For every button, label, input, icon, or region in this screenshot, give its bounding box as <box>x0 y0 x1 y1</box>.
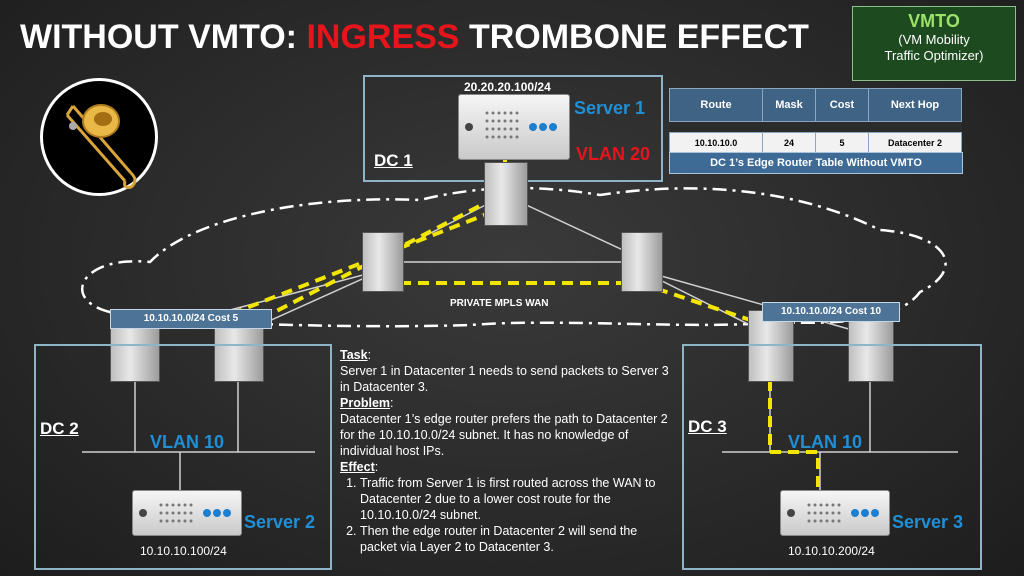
mask-cell: 24 <box>762 132 816 154</box>
next-hop-cell: Datacenter 2 <box>868 132 962 154</box>
dc1-label: DC 1 <box>374 151 413 170</box>
route-cell: 10.10.10.0 <box>669 132 763 154</box>
wan-router-right[interactable] <box>621 232 663 292</box>
cost-header: Cost <box>815 88 869 122</box>
route-table-header-row: Route Mask Cost Next Hop <box>669 88 962 122</box>
server-2[interactable] <box>132 490 242 536</box>
wan-label: PRIVATE MPLS WAN <box>450 298 549 309</box>
server-1-label: Server 1 <box>574 98 646 118</box>
trombone-icon <box>65 104 137 189</box>
effect-heading: Effect <box>340 460 375 474</box>
problem-text: Datacenter 1’s edge router prefers the p… <box>340 412 668 458</box>
dc1-server-ip: 20.20.20.100/24 <box>464 80 551 94</box>
dc3-vlan: VLAN 10 <box>788 432 863 452</box>
route-table: Route Mask Cost Next Hop 10.10.10.0 24 5… <box>669 88 962 154</box>
route-header: Route <box>669 88 763 122</box>
slide-title: WITHOUT VMTO: INGRESS TROMBONE EFFECT <box>20 18 809 57</box>
dc2-server-ip: 10.10.10.100/24 <box>140 544 227 558</box>
dc2-route-tag: 10.10.10.0/24 Cost 5 <box>110 309 272 329</box>
list-item: Then the edge router in Datacenter 2 wil… <box>360 523 670 555</box>
dc2-vlan: VLAN 10 <box>150 432 225 452</box>
dc3-server-ip: 10.10.10.200/24 <box>788 544 875 558</box>
problem-heading: Problem <box>340 396 391 410</box>
next-hop-header: Next Hop <box>868 88 962 122</box>
vmto-line2: Traffic Optimizer) <box>884 48 984 63</box>
task-text: Server 1 in Datacenter 1 needs to send p… <box>340 364 669 394</box>
server-3[interactable] <box>780 490 890 536</box>
wan-cloud <box>81 186 947 328</box>
dc1-edge-router[interactable] <box>484 162 528 226</box>
cost-cell: 5 <box>815 132 869 154</box>
vmto-title: VMTO <box>908 11 960 31</box>
route-table-caption: DC 1’s Edge Router Table Without VMTO <box>669 152 963 174</box>
dc2-lan <box>82 380 315 492</box>
server-2-label: Server 2 <box>244 512 316 532</box>
title-highlight: INGRESS <box>306 18 460 56</box>
dc3-box <box>682 344 982 570</box>
mask-header: Mask <box>762 88 816 122</box>
dc2-label: DC 2 <box>40 419 79 438</box>
dc3-router-b[interactable] <box>848 310 894 382</box>
table-row: 10.10.10.0 24 5 Datacenter 2 <box>669 132 962 154</box>
task-heading: Task <box>340 348 368 362</box>
server-3-label: Server 3 <box>892 512 964 532</box>
title-suffix: TROMBONE EFFECT <box>459 18 809 56</box>
trombone-logo <box>40 78 158 196</box>
effect-list: Traffic from Server 1 is first routed ac… <box>340 475 670 555</box>
title-prefix: WITHOUT VMTO: <box>20 18 307 56</box>
wan-router-left[interactable] <box>362 232 404 292</box>
dc3-router-a[interactable] <box>748 310 794 382</box>
explanation-text: Task: Server 1 in Datacenter 1 needs to … <box>340 347 670 555</box>
vmto-line1: (VM Mobility <box>898 32 970 47</box>
server-1[interactable] <box>458 94 570 160</box>
vmto-callout: VMTO (VM Mobility Traffic Optimizer) <box>852 6 1016 81</box>
dc2-box <box>34 344 332 570</box>
dc3-route-tag: 10.10.10.0/24 Cost 10 <box>762 302 900 322</box>
dc3-label: DC 3 <box>688 417 727 436</box>
dc1-vlan: VLAN 20 <box>576 144 651 164</box>
list-item: Traffic from Server 1 is first routed ac… <box>360 475 670 523</box>
